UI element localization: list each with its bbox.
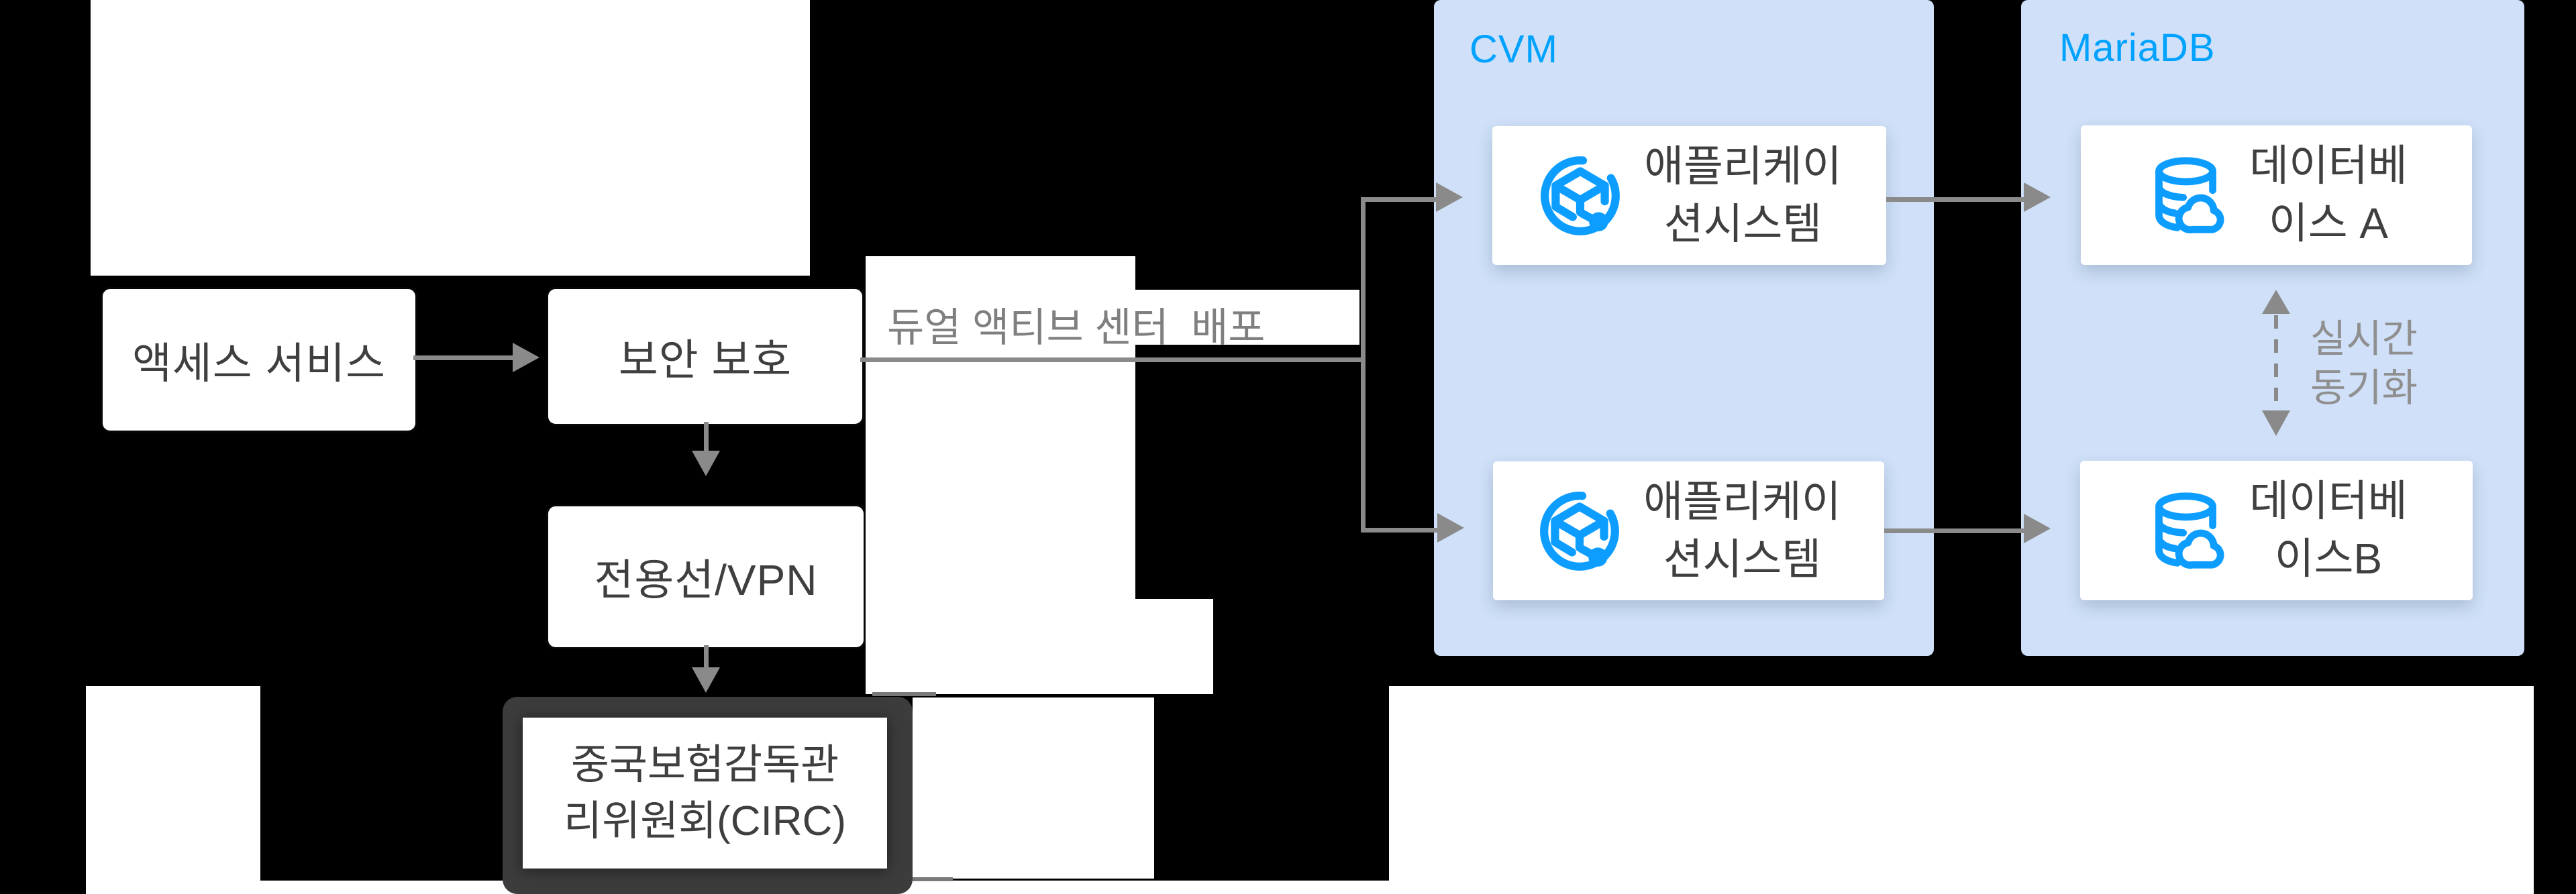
branch-vertical-line <box>1361 197 1366 533</box>
background-patch <box>91 0 810 276</box>
cvm-group-title: CVM <box>1470 27 1558 71</box>
arrowhead-icon <box>2024 182 2051 212</box>
node-access-service: 액세스 서비스 <box>101 287 417 433</box>
node-application-system-top: 애플리케이 션시스템 <box>1492 126 1886 265</box>
arrowhead-icon <box>2262 290 2290 314</box>
background-patch <box>86 686 260 894</box>
background-patch <box>913 697 1154 879</box>
background-patch <box>1135 290 1359 345</box>
arrow-vpn-to-circ <box>704 645 709 668</box>
background-patch <box>1389 686 2534 894</box>
background-patch <box>1135 599 1213 694</box>
cloud-database-icon <box>2155 156 2224 233</box>
node-access-service-label: 액세스 서비스 <box>132 339 387 388</box>
node-database-b: 데이터베 이스B <box>2080 461 2473 600</box>
arrow-branch-to-app-top <box>1363 197 1437 202</box>
divider <box>872 692 936 696</box>
arrow-security-to-vpn <box>704 422 709 453</box>
sync-label: 실시간 동기화 <box>2310 317 2418 410</box>
arrowhead-icon <box>692 667 720 693</box>
arrowhead-icon <box>1436 182 1463 212</box>
node-security-protection: 보안 보호 <box>546 287 864 426</box>
arrow-branch-to-app-bottom <box>1363 528 1439 533</box>
node-application-system-label: 애플리케이 션시스템 <box>1644 142 1842 248</box>
arrowhead-icon <box>2262 410 2290 436</box>
node-vpn: 전용선/VPN <box>546 504 866 649</box>
node-security-protection-label: 보안 보호 <box>618 335 792 384</box>
deployment-note-label: 듀얼 액티브 센터 배포 <box>887 305 1266 350</box>
divider <box>896 877 953 881</box>
mariadb-group-title: MariaDB <box>2059 26 2216 70</box>
node-application-system-label: 애플리케이 션시스템 <box>1643 477 1841 583</box>
arrowhead-icon <box>513 343 539 372</box>
arrow-app-to-db-a <box>1886 197 2025 202</box>
background-patch <box>866 256 1135 694</box>
arrowhead-icon <box>692 451 720 476</box>
node-database-a: 데이터베 이스 A <box>2081 125 2472 265</box>
node-application-system-bottom: 애플리케이 션시스템 <box>1493 461 1884 600</box>
node-circ-label: 중국보험감독관 리위원회(CIRC) <box>563 742 846 844</box>
line-security-to-branch <box>860 357 1363 362</box>
cvm-instance-icon <box>1540 491 1620 571</box>
arrowhead-icon <box>2024 514 2051 543</box>
node-circ: 중국보험감독관 리위원회(CIRC) <box>523 718 887 869</box>
sync-dashed-line <box>2274 315 2278 410</box>
arrowhead-icon <box>1437 513 1464 543</box>
arrow-access-to-security <box>413 355 513 360</box>
node-vpn-label: 전용선/VPN <box>594 556 818 604</box>
node-database-a-label: 데이터베 이스 A <box>2249 142 2408 247</box>
cloud-database-icon <box>2155 492 2224 569</box>
arrow-app-to-db-b <box>1884 528 2025 533</box>
node-database-b-label: 데이터베 이스B <box>2249 477 2408 583</box>
cvm-instance-icon <box>1541 156 1620 235</box>
